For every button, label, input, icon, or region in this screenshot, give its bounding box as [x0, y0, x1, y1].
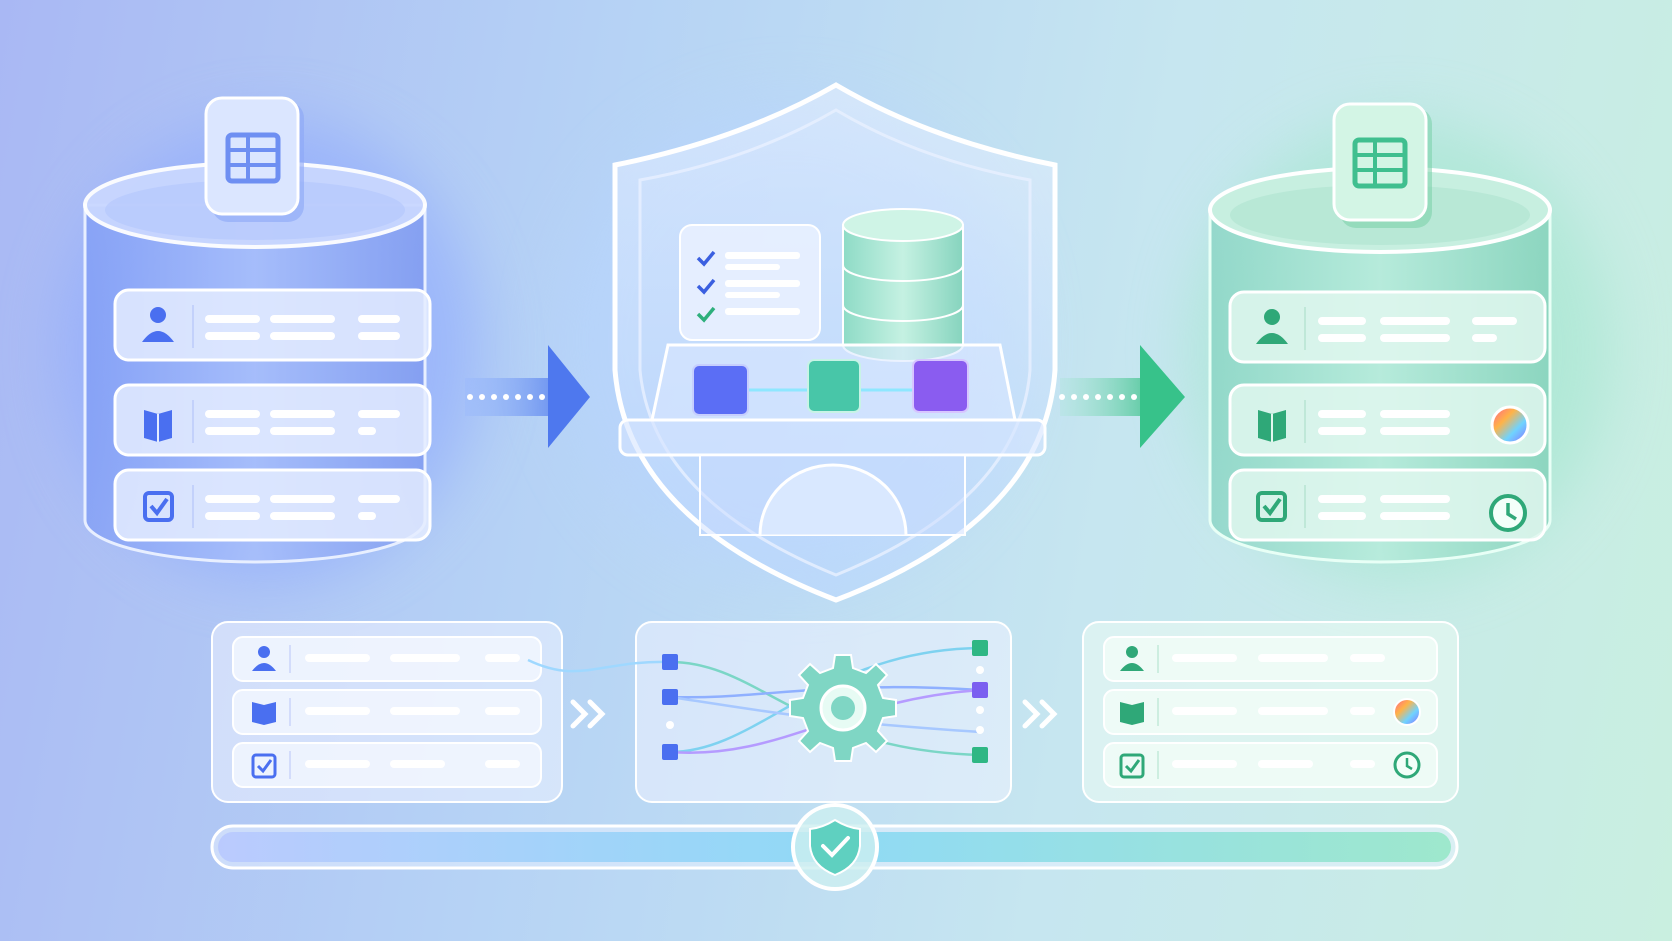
checkbox-icon	[143, 491, 174, 522]
person-icon	[1120, 646, 1144, 671]
list-item	[232, 689, 542, 735]
person-icon	[142, 307, 174, 342]
gear-icon	[789, 654, 897, 762]
checklist-icon	[679, 224, 821, 341]
book-icon	[252, 702, 276, 725]
list-item	[1103, 636, 1438, 682]
source-database	[83, 96, 432, 564]
checkbox-icon	[251, 753, 277, 779]
database-icon	[842, 208, 964, 362]
target-row-book	[1228, 383, 1547, 457]
book-icon	[1258, 410, 1286, 442]
book-icon	[144, 410, 172, 442]
list-item	[232, 636, 542, 682]
output-nodes	[972, 640, 988, 763]
checkbox-icon	[1256, 491, 1287, 522]
person-icon	[1256, 309, 1288, 344]
mapping-target-panel	[1082, 621, 1459, 803]
checkbox-icon	[1119, 753, 1145, 779]
mapping-source-panel	[211, 621, 563, 803]
list-item	[1103, 742, 1438, 788]
book-icon	[1120, 702, 1144, 725]
shield-check-icon	[791, 803, 879, 891]
source-row-book	[113, 383, 432, 457]
clock-icon	[1489, 494, 1527, 532]
node-blue	[692, 364, 749, 416]
node-purple	[912, 359, 969, 413]
arrow-right-icon	[465, 345, 590, 448]
list-item	[1103, 689, 1438, 735]
mapping-transform-panel	[527, 621, 1012, 803]
table-icon	[1332, 102, 1432, 228]
node-teal	[807, 359, 861, 413]
clock-icon	[1393, 751, 1421, 779]
arrow-right-icon	[1059, 345, 1185, 448]
target-row-person	[1228, 290, 1547, 364]
input-nodes	[662, 654, 678, 760]
person-icon	[252, 646, 276, 671]
color-wheel-icon	[1490, 405, 1530, 445]
double-chevron-icon	[1022, 699, 1058, 729]
color-wheel-icon	[1393, 698, 1421, 726]
double-chevron-icon	[570, 699, 606, 729]
validation-shield	[612, 82, 1058, 603]
source-row-checkbox	[113, 468, 432, 542]
target-database	[1208, 102, 1552, 564]
target-row-checkbox	[1228, 468, 1547, 542]
table-icon	[204, 96, 304, 222]
source-row-person	[113, 288, 432, 362]
list-item	[232, 742, 542, 788]
